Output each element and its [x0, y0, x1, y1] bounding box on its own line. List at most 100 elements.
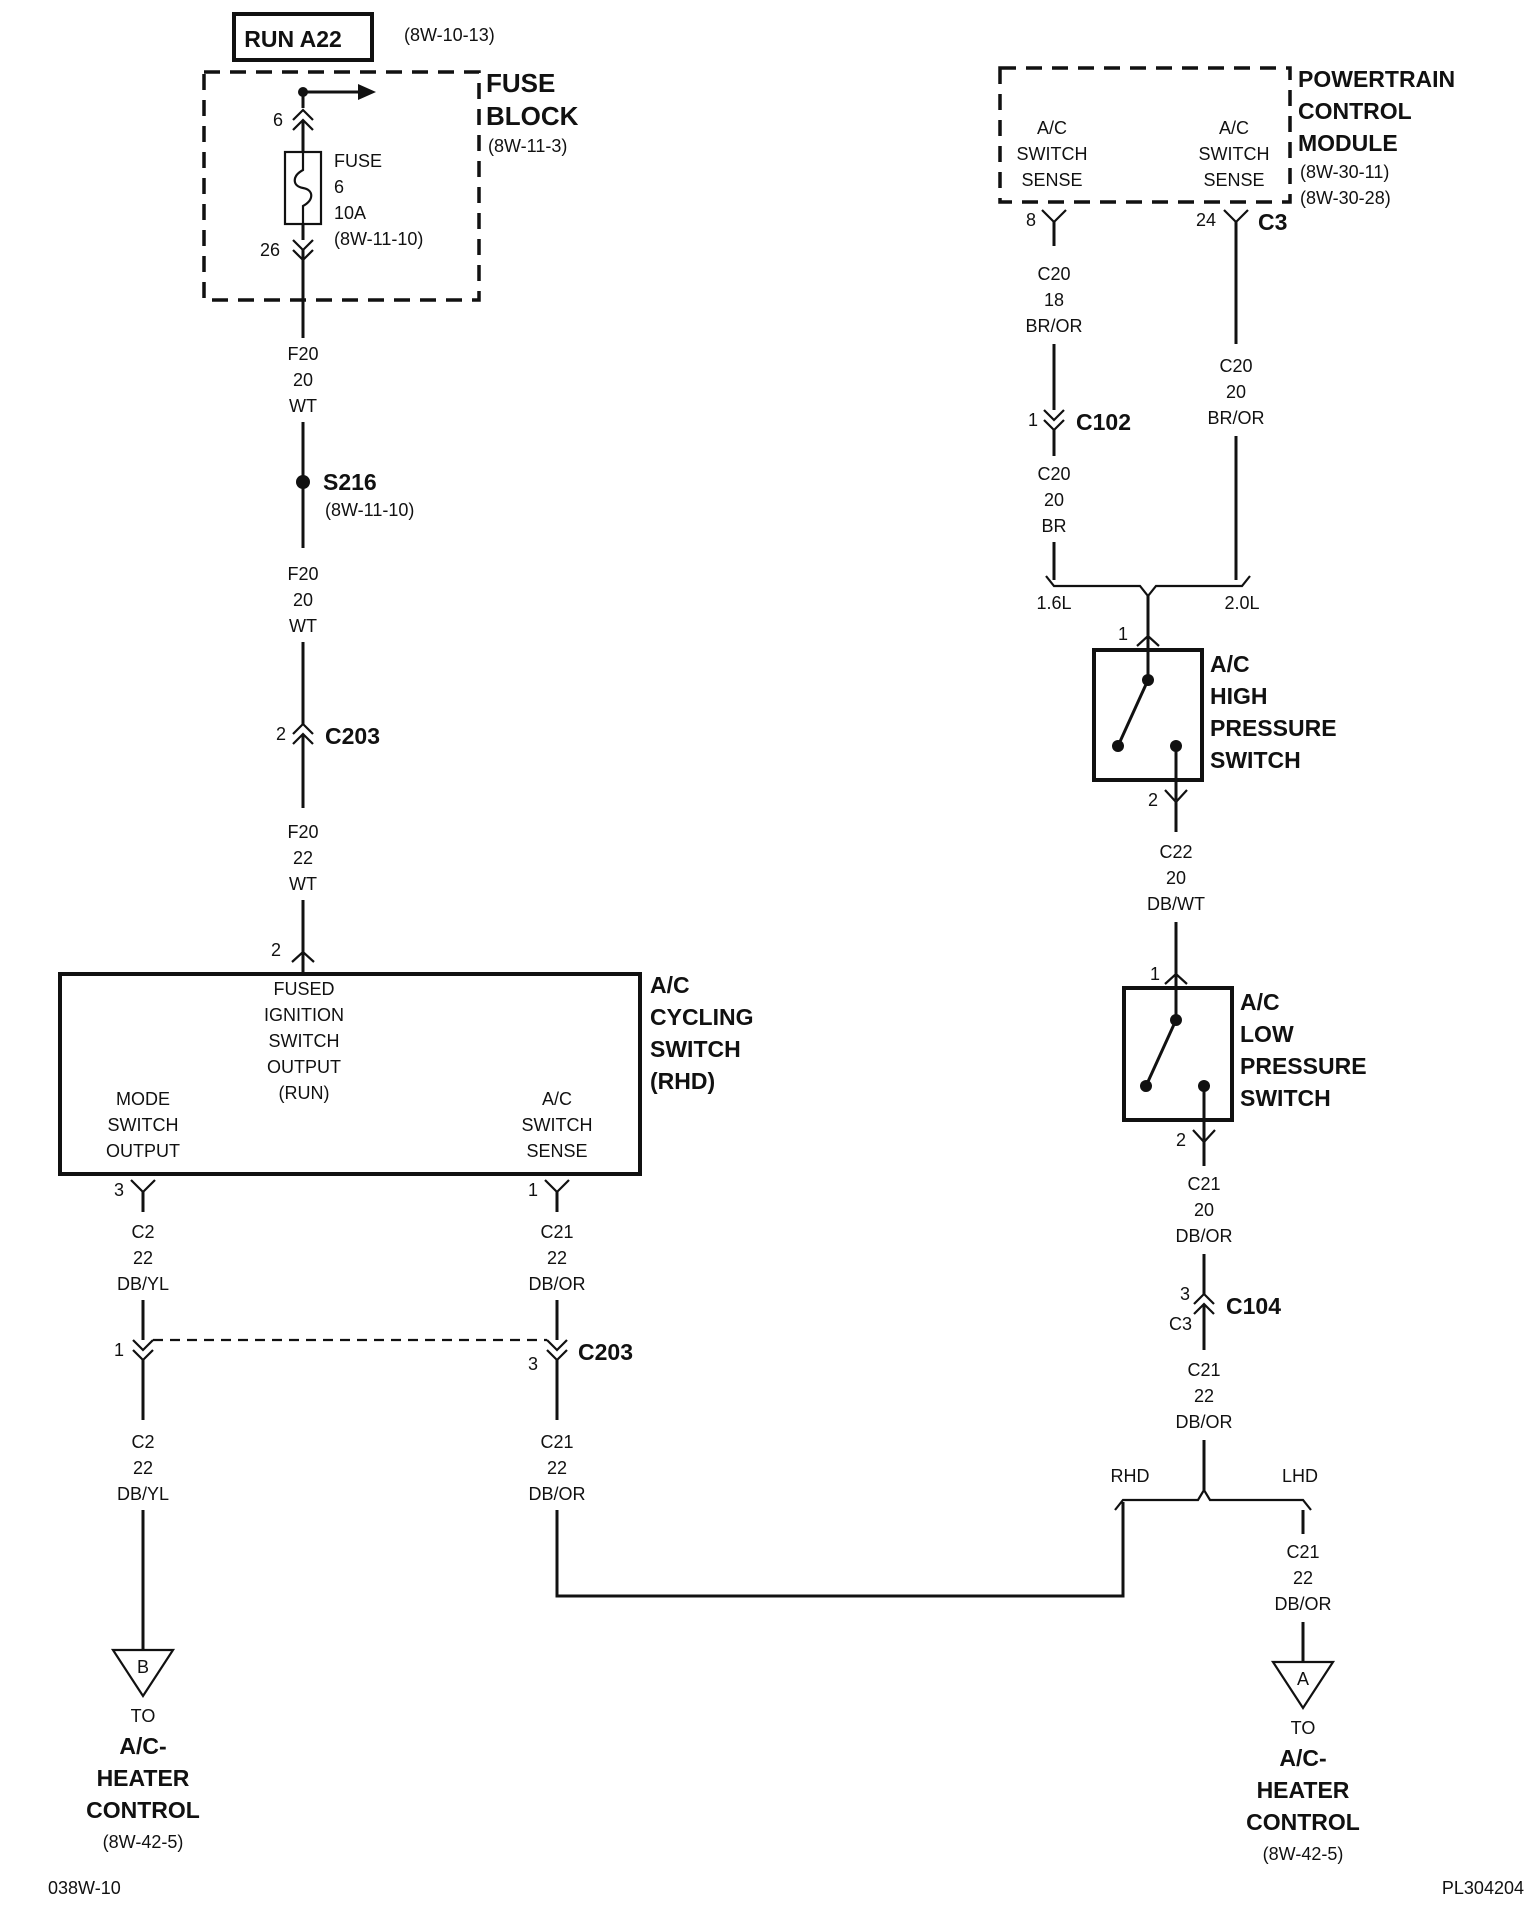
wire-c2-a-color: DB/YL — [117, 1274, 169, 1294]
fuse-block-title-1: FUSE — [486, 68, 555, 98]
fuse-6-element — [293, 152, 313, 224]
cycling-fused-label-5: (RUN) — [279, 1083, 330, 1103]
wire-f20-b-color: WT — [289, 616, 317, 636]
terminal-b-ref: (8W-42-5) — [103, 1832, 184, 1852]
cycling-sense-label-3: SENSE — [526, 1141, 587, 1161]
splice-s216-id: S216 — [323, 469, 377, 495]
wire-c20-18-gauge: 18 — [1044, 290, 1064, 310]
connector-c102-id: C102 — [1076, 409, 1131, 435]
cycling-pin1-connector — [544, 1179, 570, 1194]
wire-c21-rhd-route — [555, 1502, 1125, 1598]
wire-c21-lhd-color: DB/OR — [1274, 1594, 1331, 1614]
terminal-a-letter: A — [1297, 1669, 1309, 1689]
wire-c21-a-color: DB/OR — [528, 1274, 585, 1294]
connector-c203-bottom-right — [546, 1339, 568, 1362]
wire-c21-20-circuit: C21 — [1187, 1174, 1220, 1194]
pcm-pin8-connector — [1041, 209, 1067, 224]
connector-c203-top-pin: 2 — [276, 724, 286, 744]
pcm-pin8-label: 8 — [1026, 210, 1036, 230]
terminal-a-triangle — [1270, 1660, 1336, 1711]
cycling-fused-label-1: FUSED — [273, 979, 334, 999]
cycling-fused-label-4: OUTPUT — [267, 1057, 341, 1077]
pcm-left-label-2: SWITCH — [1017, 144, 1088, 164]
run-a22-ref: (8W-10-13) — [404, 25, 495, 45]
cycling-title-2: CYCLING — [650, 1004, 754, 1030]
wire-c21-b-color: DB/OR — [528, 1484, 585, 1504]
pcm-right-label-2: SWITCH — [1199, 144, 1270, 164]
low-switch-title-2: LOW — [1240, 1021, 1294, 1047]
pcm-connector-c3: C3 — [1258, 209, 1287, 235]
run-a22-label: RUN A22 — [244, 26, 342, 52]
wire-f20-c-gauge: 22 — [293, 848, 313, 868]
low-switch-blade — [1144, 1019, 1178, 1087]
splice-s216-ref: (8W-11-10) — [325, 500, 414, 520]
pcm-pin24-label: 24 — [1196, 210, 1216, 230]
wire-c2-a-gauge: 22 — [133, 1248, 153, 1268]
wire-f20-a-gauge: 20 — [293, 370, 313, 390]
wire-c20-18-circuit: C20 — [1037, 264, 1070, 284]
pcm-right-label-1: A/C — [1219, 118, 1249, 138]
wire-c21-lhd-gauge: 22 — [1293, 1568, 1313, 1588]
wire-c2-a-circuit: C2 — [131, 1222, 154, 1242]
connector-c203-bottom-left — [132, 1339, 154, 1362]
terminal-b-title-1: A/C- — [119, 1733, 166, 1759]
wire-f20-a-color: WT — [289, 396, 317, 416]
connector-c104-id: C104 — [1226, 1293, 1281, 1319]
terminal-a-title-3: CONTROL — [1246, 1809, 1360, 1835]
high-switch-pin2-label: 2 — [1148, 790, 1158, 810]
footer-right-code: PL304204 — [1442, 1878, 1524, 1898]
wire-c2-b-circuit: C2 — [131, 1432, 154, 1452]
cycling-fused-label-3: SWITCH — [269, 1031, 340, 1051]
pcm-left-label-1: A/C — [1037, 118, 1067, 138]
pcm-right-label-3: SENSE — [1203, 170, 1264, 190]
terminal-b-triangle — [110, 1648, 176, 1699]
fuse-pin6-label: 6 — [273, 110, 283, 130]
high-switch-title-2: HIGH — [1210, 683, 1268, 709]
terminal-b-to: TO — [131, 1706, 156, 1726]
cycling-fused-label-2: IGNITION — [264, 1005, 344, 1025]
cycling-sense-label-1: A/C — [542, 1089, 572, 1109]
wire-f20-b-circuit: F20 — [287, 564, 318, 584]
pcm-title-2: CONTROL — [1298, 98, 1412, 124]
wire-c21-b-gauge: 22 — [547, 1458, 567, 1478]
run-a22-box — [232, 12, 374, 62]
wire-c21-lhd-circuit: C21 — [1286, 1542, 1319, 1562]
pcm-left-label-3: SENSE — [1021, 170, 1082, 190]
pcm-title-1: POWERTRAIN — [1298, 66, 1455, 92]
connector-c102 — [1043, 409, 1065, 432]
low-pressure-switch-box — [1122, 986, 1234, 1122]
connector-c102-pin: 1 — [1028, 410, 1038, 430]
wire-c21-22-gauge: 22 — [1194, 1386, 1214, 1406]
low-switch-pivot — [1140, 1080, 1152, 1092]
low-switch-title-3: PRESSURE — [1240, 1053, 1367, 1079]
drive-option-brace — [1114, 1487, 1312, 1511]
cycling-title-1: A/C — [650, 972, 690, 998]
cycling-title-4: (RHD) — [650, 1068, 715, 1094]
wire-c22-gauge: 20 — [1166, 868, 1186, 888]
terminal-b-title-3: CONTROL — [86, 1797, 200, 1823]
fuse-bus-arrow — [358, 84, 376, 100]
fuse-block-outline — [202, 70, 481, 302]
wire-c20-br-circuit: C20 — [1037, 464, 1070, 484]
terminal-a-title-2: HEATER — [1257, 1777, 1350, 1803]
wire-c20-20-right-gauge: 20 — [1226, 382, 1246, 402]
low-switch-pin1-label: 1 — [1150, 964, 1160, 984]
fuse-rating: 10A — [334, 203, 366, 223]
wire-c21-a-circuit: C21 — [540, 1222, 573, 1242]
high-switch-pin1-label: 1 — [1118, 624, 1128, 644]
connector-c104-sub: C3 — [1169, 1314, 1192, 1334]
pcm-title-3: MODULE — [1298, 130, 1398, 156]
fuse-block-title-2: BLOCK — [486, 101, 579, 131]
terminal-a-to: TO — [1291, 1718, 1316, 1738]
wire-c20-20-right-circuit: C20 — [1219, 356, 1252, 376]
cycling-pin1-label: 1 — [528, 1180, 538, 1200]
engine-option-right: 2.0L — [1224, 593, 1259, 613]
connector-c203-bottom-pin-left: 1 — [114, 1340, 124, 1360]
pcm-pin24-connector — [1223, 209, 1249, 224]
cycling-pin3-connector — [130, 1179, 156, 1194]
engine-option-brace — [1045, 575, 1251, 598]
wire-f20-b-gauge: 20 — [293, 590, 313, 610]
wire-c2-b-color: DB/YL — [117, 1484, 169, 1504]
wire-c21-b-circuit: C21 — [540, 1432, 573, 1452]
